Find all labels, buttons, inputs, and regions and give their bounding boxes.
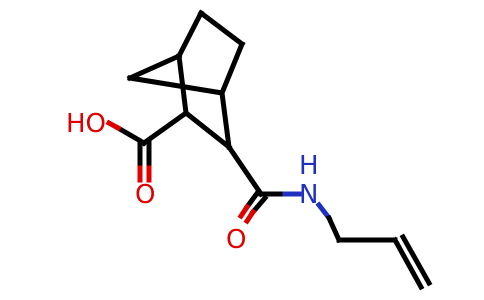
bond-camide-o-double-b [249, 194, 269, 216]
bond-c7-c4 [127, 75, 225, 96]
bond-c4-c6 [219, 90, 232, 150]
bond-c3-c4 [218, 40, 246, 97]
bond-c1-c2 [175, 9, 205, 60]
bond-c5-c6 [182, 109, 233, 151]
bond-ch-ch2-double-a [391, 236, 425, 291]
bond-c1-c5 [176, 53, 189, 116]
bond-camide-o-red-b [243, 208, 257, 225]
bond-n-ch2 [325, 214, 343, 244]
bond-oh-stub [105, 119, 122, 132]
bond-n-ch2-blue [315, 201, 333, 222]
bond-c1-c7 [126, 52, 183, 82]
bond-c2-c3 [197, 9, 246, 48]
amide-carbonyl-oxygen-label: O [226, 225, 246, 255]
bond-c6-camide [225, 143, 265, 198]
bond-camide-o-red-a [237, 203, 251, 220]
bond-c5-cacid [140, 109, 190, 147]
amide-nitrogen-label: N [299, 180, 318, 210]
hydroxyl-label: HO [66, 109, 106, 139]
bond-ch-ch2-double-b [399, 233, 433, 287]
amide-hydrogen-label: H [299, 151, 319, 181]
bond-camide-o-double-a [243, 188, 262, 211]
acid-carbonyl-oxygen-label: O [135, 180, 155, 210]
carbon-skeleton [105, 9, 433, 291]
atom-labels: HO O H N O [66, 109, 319, 255]
